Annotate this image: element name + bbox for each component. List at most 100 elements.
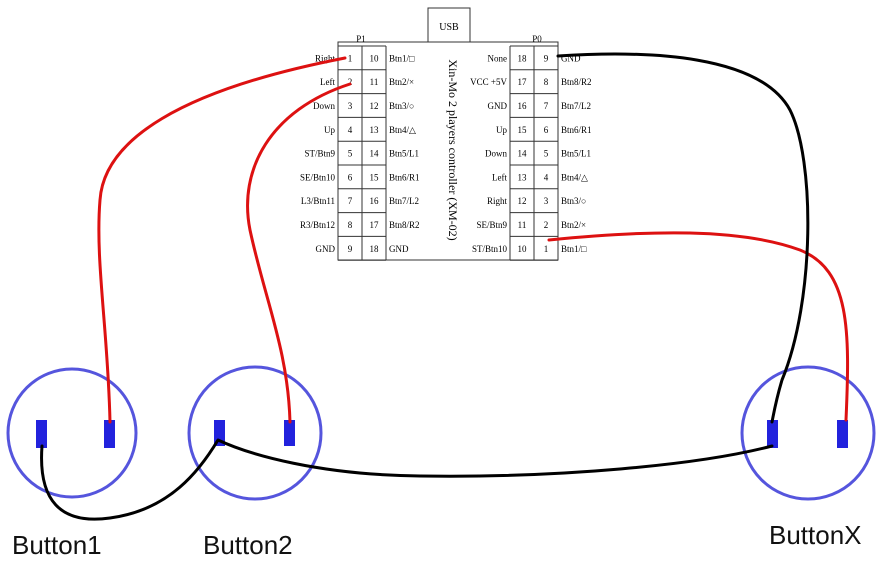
usb-connector: USB: [427, 7, 471, 43]
p1-pin-number: 6: [348, 172, 353, 182]
p0-pin-number: 4: [544, 172, 549, 182]
p1-pin-number: 11: [370, 77, 379, 87]
p0-pin-number: 15: [518, 125, 528, 135]
p0-pin-function: Btn4/△: [561, 172, 588, 182]
p1-pin-header: 1 10 2 11 3 12 4 13 5 14 6 15 7 16 8 17 9 18: [337, 45, 387, 261]
wire-button1-signal: [97, 56, 347, 424]
p1-pin-number: 5: [348, 149, 353, 159]
p1-pin-number: 15: [370, 172, 380, 182]
p1-pin-function: Btn2/×: [389, 77, 414, 87]
p1-pin-number: 3: [348, 101, 353, 111]
p1-pin-number: 12: [370, 101, 379, 111]
p0-pin-function: Btn7/L2: [561, 101, 591, 111]
p0-pin-function: Btn1/□: [561, 244, 587, 254]
p0-pin-number: 11: [518, 220, 527, 230]
button2-terminal-ground: [214, 420, 225, 446]
p0-pin-number: 7: [544, 101, 549, 111]
p1-pin-name: L3/Btn11: [301, 196, 335, 206]
p0-pin-number: 10: [518, 244, 528, 254]
p1-pin-number: 18: [370, 244, 380, 254]
p0-pin-function: Btn2/×: [561, 220, 586, 230]
p0-pin-number: 6: [544, 125, 549, 135]
wire-buttonx-signal: [547, 231, 850, 422]
p1-pin-name: ST/Btn9: [304, 149, 335, 159]
p0-pin-number: 8: [544, 77, 549, 87]
p0-pin-function: GND: [561, 53, 581, 63]
p0-pin-number: 1: [544, 244, 549, 254]
p0-pin-function: Btn3/○: [561, 196, 586, 206]
p0-pin-function: Btn8/R2: [561, 77, 592, 87]
p1-pin-number: 9: [348, 244, 353, 254]
button1-terminal-signal: [104, 420, 115, 448]
p0-pin-number: 5: [544, 149, 549, 159]
p0-pin-number: 3: [544, 196, 549, 206]
p0-pin-number: 2: [544, 220, 549, 230]
p1-pin-name: Right: [315, 53, 336, 63]
p0-pin-number: 13: [518, 172, 528, 182]
p0-pin-name: Down: [485, 149, 507, 159]
p1-pin-function: Btn8/R2: [389, 220, 420, 230]
usb-label: USB: [439, 22, 459, 33]
p1-pin-name: GND: [316, 244, 336, 254]
button1-switch: [6, 367, 138, 499]
p0-pin-name: GND: [488, 101, 508, 111]
button2-switch: [187, 365, 323, 501]
buttonx-terminal-ground: [767, 420, 778, 448]
button2-terminal-signal: [284, 420, 295, 446]
p1-pin-name: SE/Btn10: [300, 172, 336, 182]
p0-pin-number: 12: [518, 196, 527, 206]
p0-pin-name: SE/Btn9: [476, 220, 507, 230]
p0-pin-number: 18: [518, 53, 528, 63]
button1-ring: [6, 367, 138, 499]
p0-pin-name: Up: [496, 125, 507, 135]
p1-pin-number: 14: [370, 149, 380, 159]
p1-pin-number: 7: [348, 196, 353, 206]
p0-pin-function: Btn5/L1: [561, 149, 591, 159]
button1-label: Button1: [12, 530, 102, 560]
p1-pin-name: Down: [313, 101, 335, 111]
button2-label: Button2: [203, 530, 293, 560]
p0-pin-number: 16: [518, 101, 528, 111]
p1-pin-number: 16: [370, 196, 380, 206]
p1-pin-number: 4: [348, 125, 353, 135]
p0-pin-number: 14: [518, 149, 528, 159]
p1-pin-number: 2: [348, 77, 353, 87]
p1-pin-function: Btn4/△: [389, 125, 416, 135]
p1-pin-function: Btn3/○: [389, 101, 414, 111]
p1-pin-name: Up: [324, 125, 335, 135]
p0-pin-name: Right: [487, 196, 508, 206]
p0-pin-name: ST/Btn10: [472, 244, 508, 254]
p0-pin-name: Left: [492, 172, 507, 182]
wire-ground-buttonx-to-board: [556, 52, 810, 424]
p1-pin-function: Btn6/R1: [389, 172, 420, 182]
p1-pin-name: Left: [320, 77, 335, 87]
button1-terminal-ground: [36, 420, 47, 448]
buttonx-label: ButtonX: [769, 520, 862, 550]
p1-pin-name: R3/Btn12: [300, 220, 335, 230]
board-title: Xin-Mo 2 players controller (XM-02): [446, 59, 460, 240]
p1-pin-function: Btn5/L1: [389, 149, 419, 159]
p0-pin-number: 9: [544, 53, 549, 63]
p1-pin-number: 13: [370, 125, 380, 135]
p1-pin-number: 1: [348, 53, 353, 63]
p1-pin-function: Btn1/□: [389, 53, 415, 63]
p0-pin-name: None: [488, 53, 508, 63]
p0-pin-function: Btn6/R1: [561, 125, 592, 135]
wire-button2-signal: [246, 82, 352, 424]
p1-pin-function: GND: [389, 244, 409, 254]
p1-pin-function: Btn7/L2: [389, 196, 419, 206]
buttonx-ring: [740, 365, 876, 501]
p0-header-label: P0: [532, 34, 542, 44]
p1-header-label: P1: [356, 34, 366, 44]
p1-pin-number: 8: [348, 220, 353, 230]
p1-pin-labels: Right Btn1/□ Left Btn2/× Down Btn3/○ Up Btn4/△ S…: [300, 53, 420, 253]
wire-ground-daisy-chain: [40, 438, 774, 521]
p0-pin-name: VCC +5V: [470, 77, 507, 87]
p1-pin-number: 10: [370, 53, 380, 63]
p1-pin-number: 17: [370, 220, 380, 230]
